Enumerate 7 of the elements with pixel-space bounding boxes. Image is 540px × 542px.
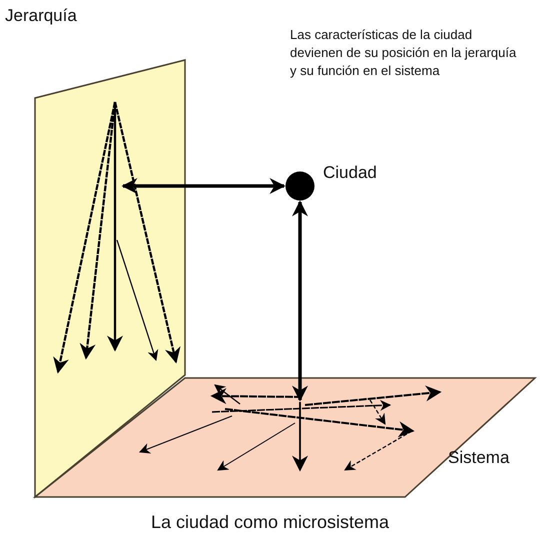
caption: La ciudad como microsistema [150, 512, 390, 532]
plane-heading: Jerarquía [5, 6, 77, 26]
double-arrow [121, 178, 286, 194]
city-label: Ciudad [323, 163, 377, 183]
note-text: Las características de la ciudad devienen de su posición en la jerarquía y su función en el sistema [290, 26, 518, 80]
double-arrow [292, 200, 308, 402]
plane-label: Sistema [448, 448, 510, 468]
